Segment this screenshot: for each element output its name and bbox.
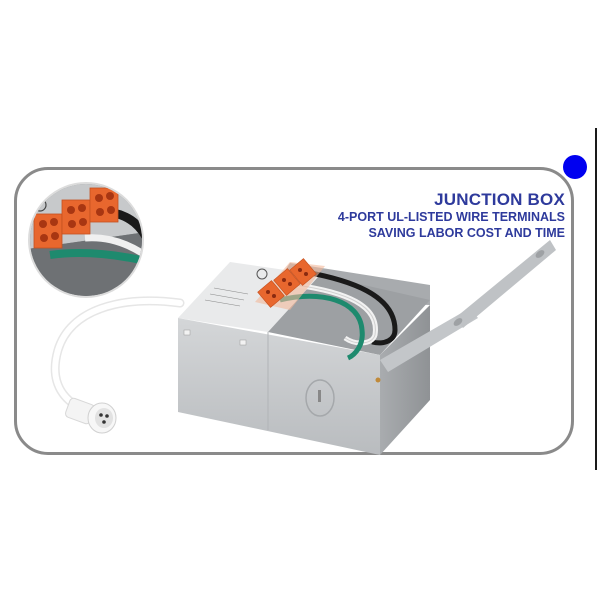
box-wires <box>279 269 398 361</box>
edge-divider-line <box>595 128 597 470</box>
power-cable <box>50 296 185 410</box>
caption-title: JUNCTION BOX <box>434 190 565 209</box>
product-frame <box>14 167 574 455</box>
wire-terminals <box>255 258 325 310</box>
caption-line-1: 4-PORT UL-LISTED WIRE TERMINALS <box>337 210 565 224</box>
mounting-bracket <box>380 240 556 372</box>
terminal-closeup-inset <box>28 182 144 298</box>
product-caption: JUNCTION BOX 4-PORT UL-LISTED WIRE TERMI… <box>338 190 565 241</box>
accent-dot <box>563 155 587 179</box>
connector-icon <box>64 397 117 434</box>
caption-line-2: SAVING LABOR COST AND TIME <box>368 226 565 240</box>
